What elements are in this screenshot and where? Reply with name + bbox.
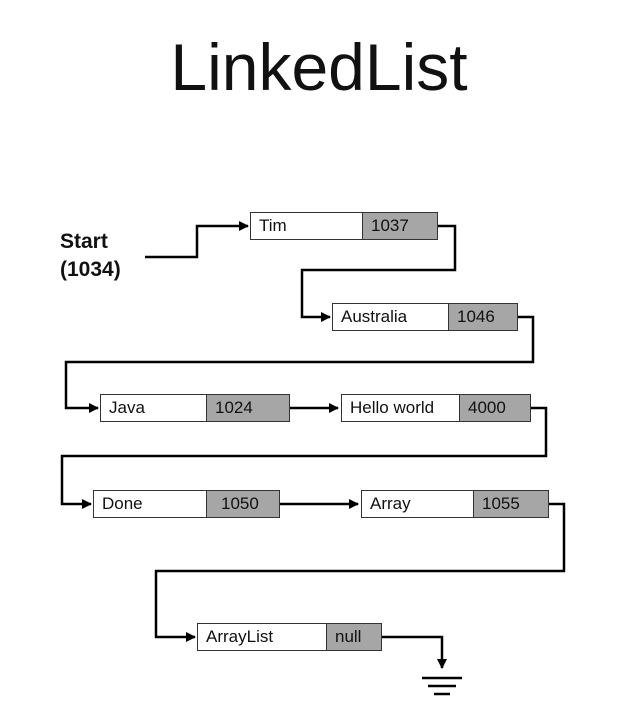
arrow-australia-to-java [64,315,535,413]
list-node: Java 1024 [100,394,290,422]
node-value: Java [101,395,207,421]
start-address: (1034) [60,258,121,281]
list-node: Hello world 4000 [341,394,531,422]
arrow-helloworld-to-done [60,406,548,509]
list-node: ArrayList null [197,623,382,651]
node-value: Array [362,491,474,517]
node-pointer: 1050 [207,491,279,517]
node-value: Tim [251,213,363,239]
node-pointer: 1037 [363,213,437,239]
node-value: Hello world [342,395,460,421]
ground-icon [422,676,462,696]
node-pointer: null [327,624,381,650]
node-pointer: 1024 [207,395,289,421]
node-pointer: 1055 [474,491,548,517]
node-value: ArrayList [198,624,327,650]
node-value: Australia [333,304,449,330]
arrow-arraylist-to-null [381,635,447,669]
list-node: Done 1050 [93,490,280,518]
arrow-tim-to-australia [300,224,457,322]
node-pointer: 4000 [460,395,530,421]
diagram-title: LinkedList [170,30,468,104]
start-text: Start [60,230,108,253]
arrow-start-to-tim [145,221,249,259]
list-node: Array 1055 [361,490,549,518]
node-pointer: 1046 [449,304,517,330]
arrow-array-to-arraylist [154,502,566,642]
start-label: Start (1034) [60,228,121,284]
node-value: Done [94,491,207,517]
list-node: Australia 1046 [332,303,518,331]
list-node: Tim 1037 [250,212,438,240]
